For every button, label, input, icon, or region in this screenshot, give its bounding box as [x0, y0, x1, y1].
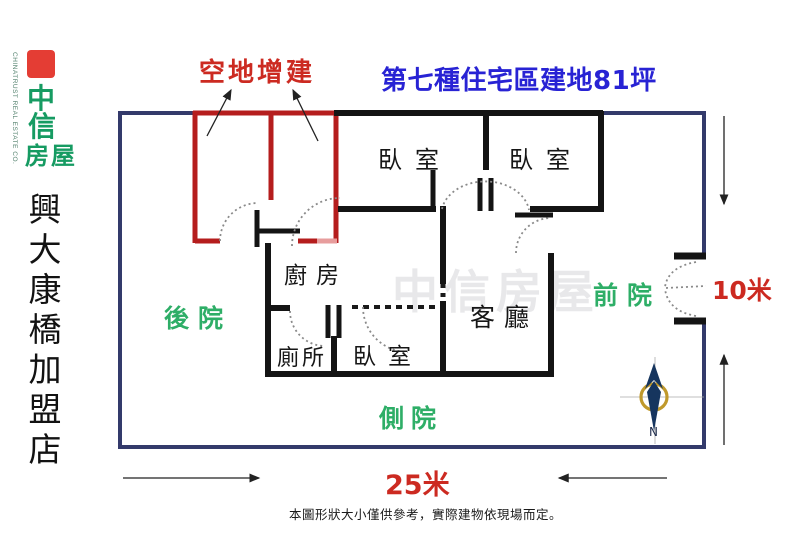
watermark-text: 中信房屋 — [392, 265, 600, 319]
room-label-toilet: 廁所 — [277, 346, 328, 371]
logo-char-xin: 信 — [28, 111, 57, 142]
compass-arrowhead — [645, 363, 663, 389]
room-label-kitchen: 廚房 — [284, 263, 348, 289]
logo-chars-fangwu: 房屋 — [25, 143, 77, 170]
yard-label-side: 側院 — [379, 404, 444, 433]
depth-dimension: 10米 — [712, 276, 772, 305]
yard-label-back: 後院 — [164, 304, 233, 333]
house-walls — [265, 110, 604, 377]
company-logo — [27, 50, 55, 78]
annotation-arrows — [123, 88, 729, 483]
addition-walls — [192, 110, 339, 244]
gate-swing-arcs — [664, 261, 707, 317]
door-swing-arcs — [219, 180, 552, 353]
zoning-title: 第七種住宅區建地81坪 — [381, 66, 657, 96]
room-label-living: 客廳 — [470, 303, 539, 332]
wall-openings-dashed — [352, 284, 446, 309]
compass-north-label: N — [649, 425, 658, 439]
room-label-bedroom-top-left: 臥室 — [378, 146, 452, 174]
lot-boundary — [118, 111, 706, 449]
compass-needle — [647, 381, 661, 431]
yard-label-front: 前院 — [593, 281, 662, 310]
room-label-bedroom-small: 臥室 — [353, 344, 423, 370]
logo-char-zhong: 中 — [27, 83, 56, 114]
addition-note-label: 空地增建 — [199, 58, 316, 88]
store-name: 興大康橋加盟店 — [23, 192, 59, 472]
frontage-dimension: 25米 — [385, 470, 450, 501]
company-name-en: CHINATRUST REAL ESTATE CO. — [11, 52, 18, 165]
compass-icon — [620, 357, 704, 444]
gate-jambs — [674, 252, 706, 325]
addition-arrow-right — [292, 88, 319, 142]
room-label-bedroom-top-right: 臥室 — [509, 146, 583, 174]
disclaimer-text: 本圖形狀大小僅供參考，實際建物依現場而定。 — [289, 508, 563, 522]
addition-arrow-left — [206, 88, 232, 137]
door-jambs — [254, 170, 553, 338]
